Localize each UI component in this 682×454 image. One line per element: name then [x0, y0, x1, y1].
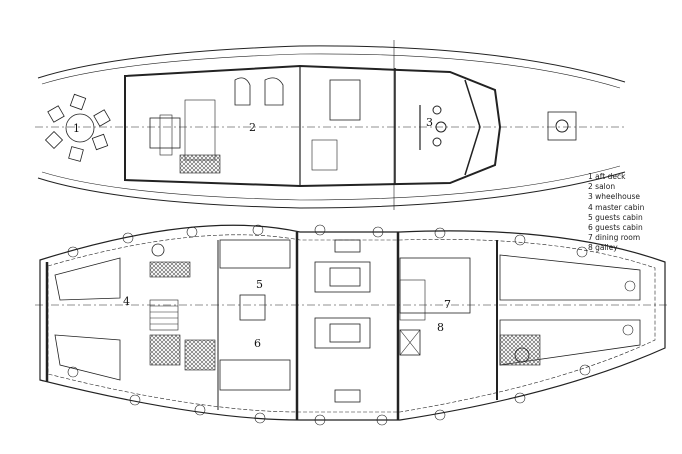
aft-deck-table — [44, 93, 111, 162]
room-number-dining-room: 7 — [444, 298, 451, 311]
legend: 1 aft deck 2 salon 3 wheelhouse 4 master… — [588, 172, 644, 254]
legend-item: 1 aft deck — [588, 172, 626, 181]
room-number-salon: 2 — [249, 121, 256, 134]
upper-hull-bottom-line — [37, 171, 626, 209]
upper-deck — [35, 40, 626, 210]
room-number-aft-deck: 1 — [73, 122, 80, 135]
room-number-guests-cabin-5: 5 — [256, 278, 263, 291]
legend-item: 8 galley — [588, 243, 618, 253]
room-number-wheelhouse: 3 — [426, 116, 433, 129]
engines — [314, 239, 371, 403]
legend-item: 3 wheelhouse — [588, 192, 640, 202]
legend-item: 6 guests cabin — [588, 223, 643, 233]
legend-item: 7 dining room — [588, 233, 641, 243]
legend-item: 4 master cabin — [588, 202, 645, 212]
room-number-galley: 8 — [437, 321, 444, 334]
superstructure-outline — [124, 64, 502, 188]
lower-hull-outline — [39, 224, 666, 421]
legend-item: 2 salon — [588, 182, 616, 192]
upper-hull-top-line — [37, 45, 626, 83]
room-number-master-cabin: 4 — [123, 295, 130, 308]
lower-deck — [35, 224, 668, 426]
room-number-guests-cabin-6: 6 — [254, 337, 261, 350]
legend-item: 5 guests cabin — [588, 212, 643, 222]
